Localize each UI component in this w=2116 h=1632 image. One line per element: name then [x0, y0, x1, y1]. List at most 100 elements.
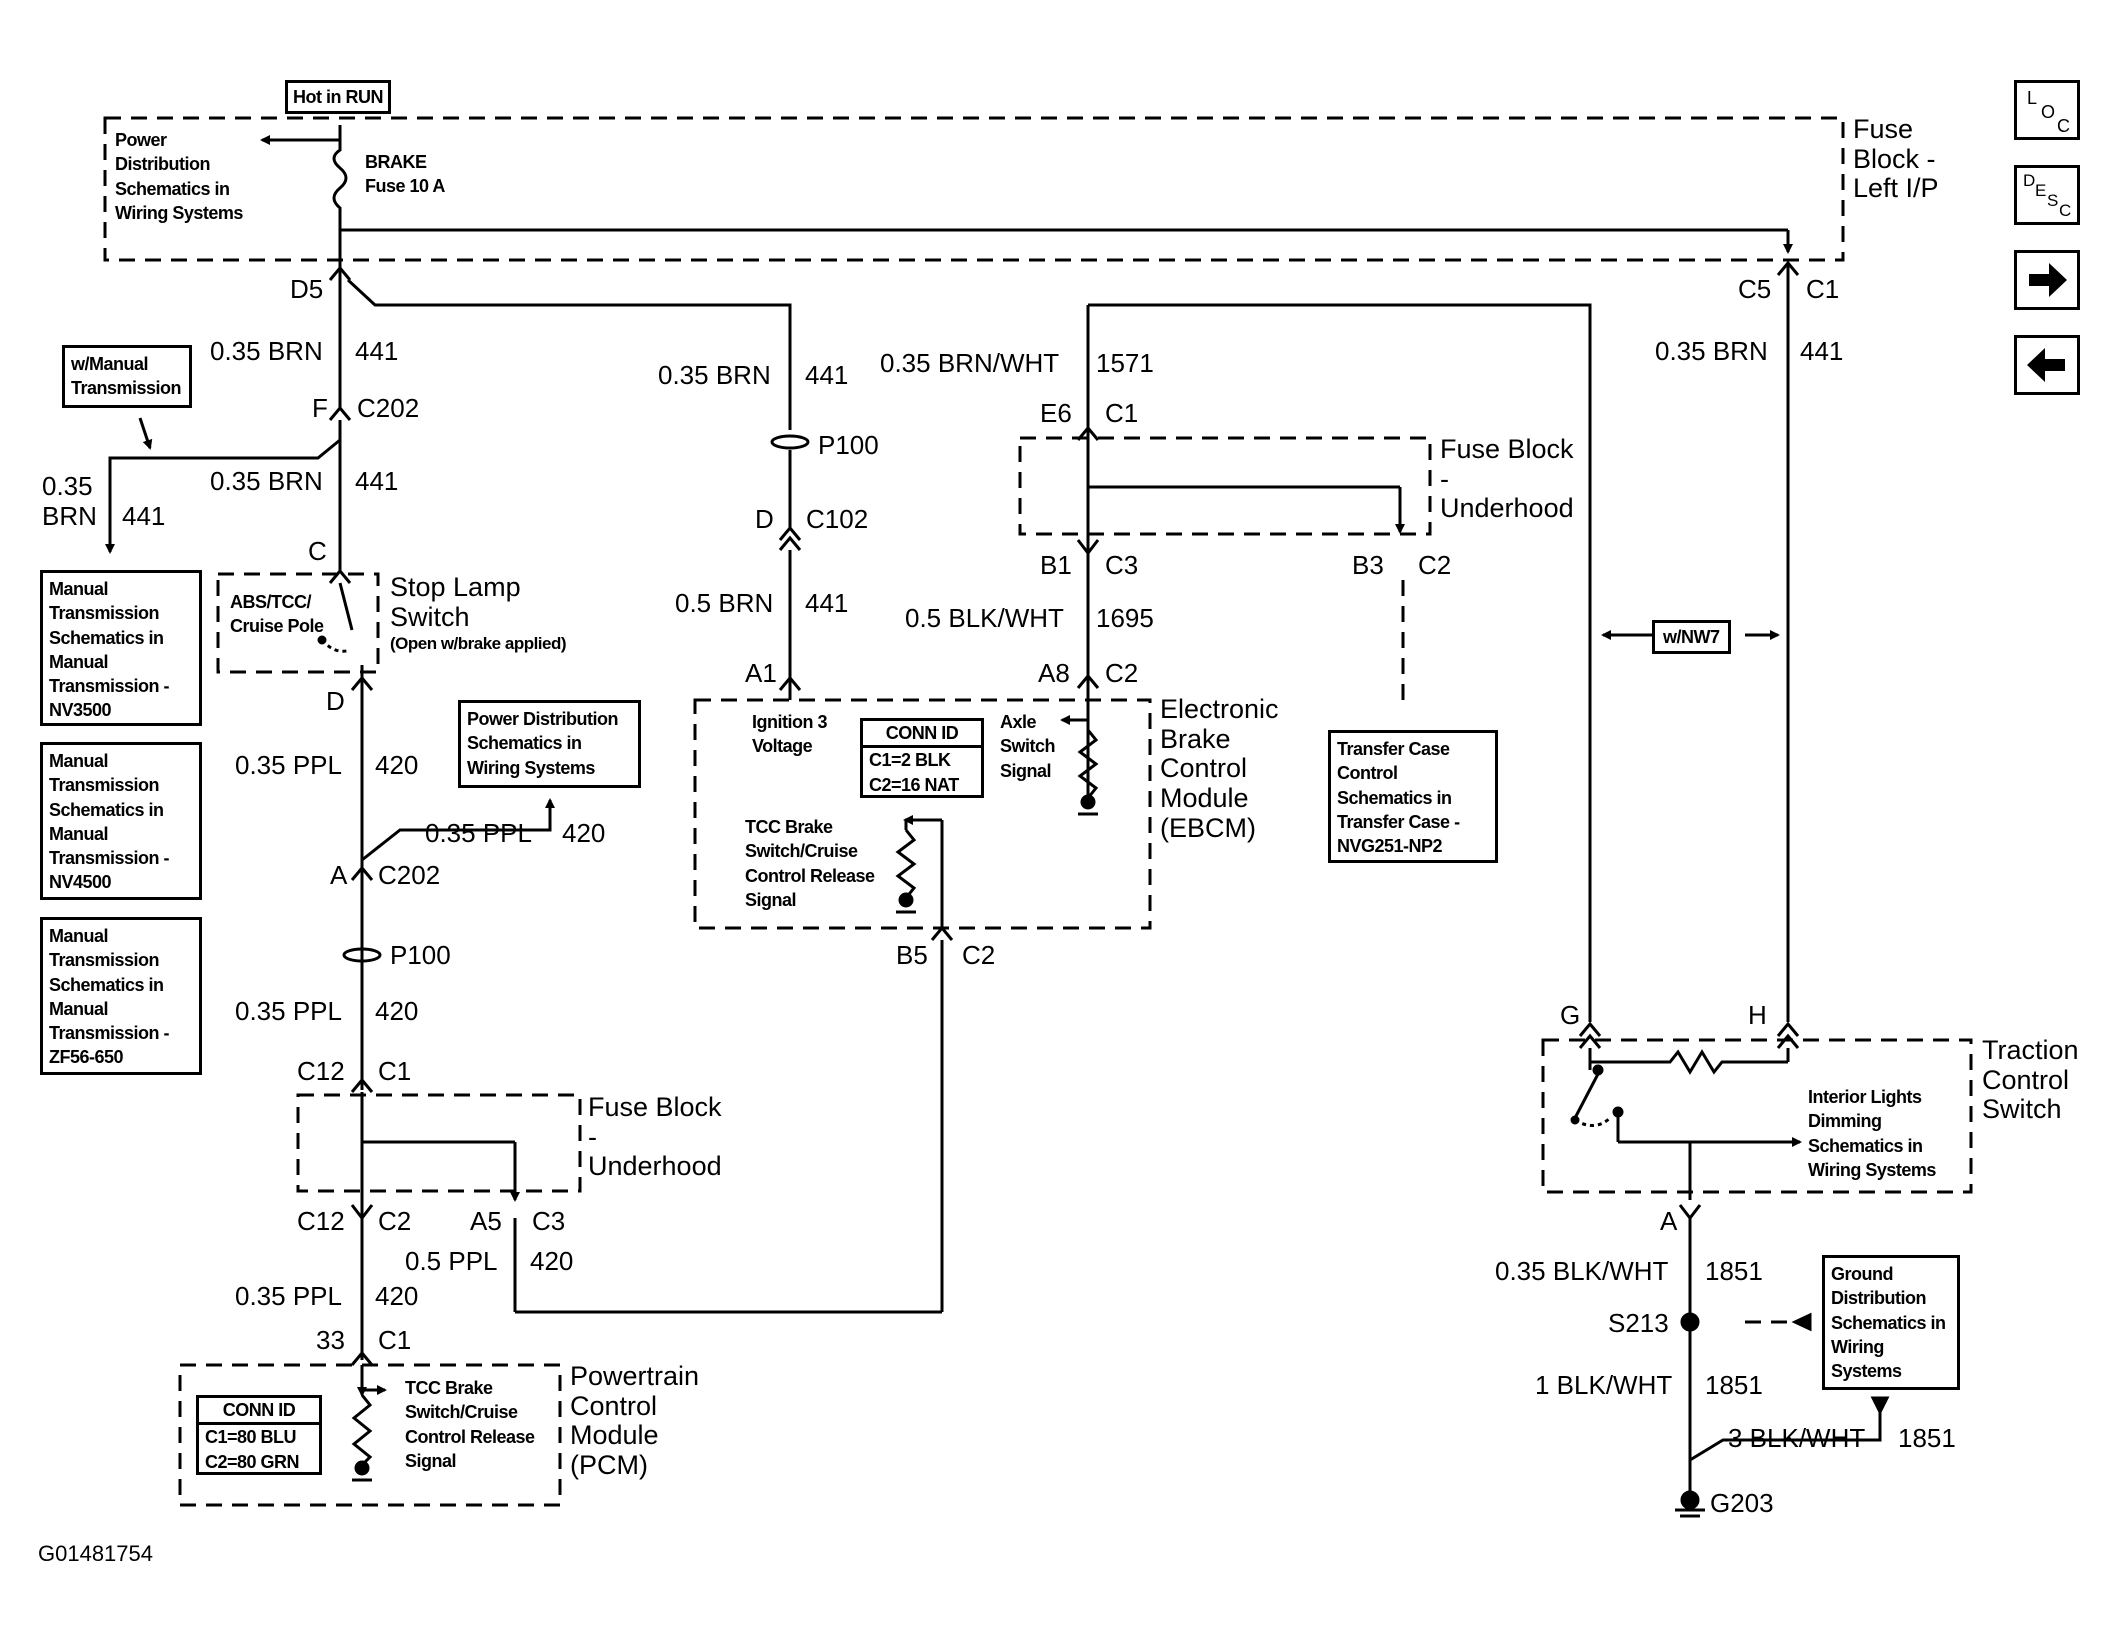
- pin-d-2: D: [755, 504, 774, 534]
- stop-lamp-switch-boundary: [216, 572, 380, 674]
- pin-c1-c: C1: [1105, 398, 1139, 428]
- arrow-right-icon: [2029, 263, 2067, 297]
- pin-d5: D5: [290, 274, 324, 304]
- ebcm-conn-c1: C1=2 BLK: [869, 750, 951, 771]
- wire-label-6: 0.35 PPL: [235, 996, 342, 1026]
- ground-dist-ref[interactable]: Ground Distribution Schematics in Wiring…: [1822, 1255, 1960, 1390]
- pin-b5: B5: [896, 940, 928, 970]
- wire-num-9: 441: [805, 360, 849, 390]
- wire-num-8: 420: [530, 1246, 574, 1276]
- pin-e6: E6: [1040, 398, 1072, 428]
- manual-trans-nv4500-ref[interactable]: Manual Transmission Schematics in Manual…: [40, 742, 202, 900]
- wire-label-5: 0.35 PPL: [425, 818, 532, 848]
- wire-label-10: 0.5 BRN: [675, 588, 774, 618]
- wire-num-2: 441: [355, 466, 399, 496]
- wire-label-4: 0.35 PPL: [235, 750, 342, 780]
- pin-c2-d: C2: [962, 940, 996, 970]
- pin-b1: B1: [1040, 550, 1072, 580]
- tcc-brake-pcm-label: TCC Brake Switch/Cruise Control Release …: [405, 1378, 535, 1471]
- previous-button[interactable]: [2014, 335, 2080, 395]
- hot-in-run-label: Hot in RUN: [285, 80, 391, 115]
- pin-c2-b: C2: [1418, 550, 1452, 580]
- wire-num-10: 441: [805, 588, 849, 618]
- interior-lights-ref[interactable]: Interior Lights Dimming Schematics in Wi…: [1808, 1087, 1936, 1180]
- fuse-block-underhood-2-title: Fuse Block - Underhood: [588, 1092, 722, 1182]
- pin-c202-a: C202: [357, 393, 420, 423]
- manual-trans-zf56-ref[interactable]: Manual Transmission Schematics in Manual…: [40, 917, 202, 1075]
- wire-num-6: 420: [375, 996, 419, 1026]
- wire-label-8: 0.5 PPL: [405, 1246, 498, 1276]
- pin-c1-b: C1: [378, 1325, 412, 1355]
- pin-d: D: [326, 686, 345, 716]
- wire-num-12: 1695: [1096, 603, 1154, 633]
- transfer-case-ref[interactable]: Transfer Case Control Schematics in Tran…: [1328, 730, 1498, 863]
- power-dist-ref-2[interactable]: Power Distribution Schematics in Wiring …: [458, 700, 641, 788]
- desc-letter-1: D: [2023, 171, 2036, 190]
- wire-num-13: 441: [1800, 336, 1844, 366]
- loc-letter-2: O: [2041, 102, 2056, 122]
- wire-num-16: 1851: [1898, 1423, 1956, 1453]
- desc-letter-4: C: [2059, 201, 2072, 220]
- tcc-brake-ebcm-label: TCC Brake Switch/Cruise Control Release …: [745, 817, 875, 910]
- pin-c1-a: C1: [378, 1056, 412, 1086]
- wire-label-12: 0.5 BLK/WHT: [905, 603, 1064, 633]
- desc-letter-3: S: [2047, 191, 2059, 210]
- wire-label-14: 0.35 BLK/WHT: [1495, 1256, 1669, 1286]
- loc-letter-3: C: [2057, 116, 2070, 136]
- pcm-title: Powertrain Control Module (PCM): [570, 1361, 700, 1481]
- pin-c3-a: C3: [532, 1206, 566, 1236]
- next-button[interactable]: [2014, 250, 2080, 310]
- pin-f: F: [312, 393, 328, 423]
- ebcm-conn-c2: C2=16 NAT: [869, 774, 959, 795]
- fuse-block-underhood-1-boundary: [1018, 436, 1432, 536]
- wire-num-15: 1851: [1705, 1370, 1763, 1400]
- wire-label-3a: 0.35: [42, 471, 93, 501]
- pin-c102: C102: [806, 504, 869, 534]
- pcm-boundary: [178, 1363, 562, 1507]
- traction-switch-title: Traction Control Switch: [1982, 1035, 2079, 1125]
- manual-trans-nv3500-ref[interactable]: Manual Transmission Schematics in Manual…: [40, 570, 202, 726]
- pin-c12-b: C12: [297, 1206, 345, 1236]
- description-button[interactable]: D E S C: [2014, 165, 2080, 225]
- desc-letter-2: E: [2035, 181, 2047, 200]
- axle-switch-label: Axle Switch Signal: [1000, 712, 1056, 781]
- brake-fuse-label: BRAKE Fuse 10 A: [365, 152, 445, 197]
- pcm-conn-id-title: CONN ID: [199, 1398, 319, 1426]
- arrow-left-icon: [2027, 348, 2065, 382]
- ebcm-boundary: [693, 698, 1152, 930]
- pin-c2-c: C2: [1105, 658, 1139, 688]
- figure-id: G01481754: [38, 1541, 153, 1566]
- wire-num-3: 441: [122, 501, 166, 531]
- pin-33: 33: [316, 1325, 345, 1355]
- wire-num-11: 1571: [1096, 348, 1154, 378]
- wire-num-5: 420: [562, 818, 606, 848]
- location-button[interactable]: L O C: [2014, 80, 2080, 140]
- ebcm-conn-id-title: CONN ID: [863, 721, 981, 749]
- fuse-block-left-title: Fuse Block - Left I/P: [1853, 114, 1939, 204]
- pin-b3: B3: [1352, 550, 1384, 580]
- pin-a8: A8: [1038, 658, 1070, 688]
- pin-p100-a: P100: [390, 940, 451, 970]
- pin-c1-d: C1: [1806, 274, 1840, 304]
- pin-c3-b: C3: [1105, 550, 1139, 580]
- wire-label-7: 0.35 PPL: [235, 1281, 342, 1311]
- power-dist-ref-1[interactable]: Power Distribution Schematics in Wiring …: [115, 130, 243, 223]
- wire-label-2: 0.35 BRN: [210, 466, 323, 496]
- loc-letter-1: L: [2027, 88, 2038, 108]
- stop-lamp-switch-title: Stop Lamp Switch: [390, 572, 521, 632]
- ground-g203: G203: [1710, 1488, 1774, 1518]
- wire-label-1: 0.35 BRN: [210, 336, 323, 366]
- ignition-3-label: Ignition 3 Voltage: [752, 712, 828, 757]
- pin-c5: C5: [1738, 274, 1772, 304]
- pin-c2-a: C2: [378, 1206, 412, 1236]
- pcm-conn-id: CONN ID C1=80 BLU C2=80 GRN: [196, 1395, 322, 1475]
- wire-label-16: 3 BLK/WHT: [1728, 1423, 1866, 1453]
- pin-a-2: A: [1660, 1206, 1678, 1236]
- pin-a1: A1: [745, 658, 777, 688]
- wire-label-9: 0.35 BRN: [658, 360, 771, 390]
- wire-num-1: 441: [355, 336, 399, 366]
- open-w-brake-label: (Open w/brake applied): [390, 634, 567, 653]
- pcm-conn-c2: C2=80 GRN: [205, 1451, 300, 1472]
